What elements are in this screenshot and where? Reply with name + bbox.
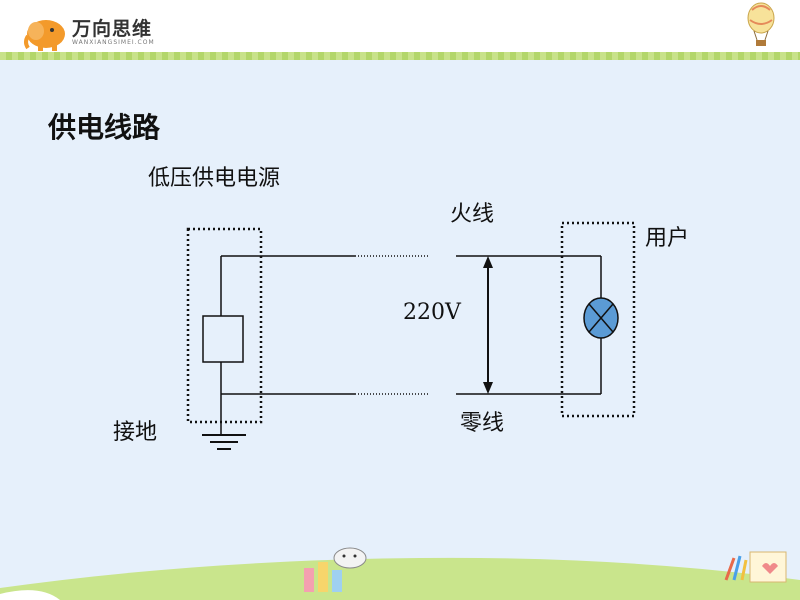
ground-symbol	[202, 434, 246, 450]
elephant-logo-icon	[24, 20, 65, 51]
source-label: 低压供电电源	[148, 166, 281, 191]
pencil-cup-icon	[724, 551, 787, 583]
neutral-wire-label: 零线	[460, 411, 505, 436]
ground-label: 接地	[113, 420, 158, 445]
logo-text: 万向思维	[72, 18, 153, 40]
voltage-label: 220V	[403, 300, 461, 325]
footer-decoration	[0, 547, 800, 600]
user-label: 用户	[645, 226, 690, 251]
header-stripe	[0, 52, 800, 60]
slide-title: 供电线路	[48, 111, 161, 144]
hot-air-balloon-icon	[747, 2, 775, 46]
rabbit-illustration-icon	[304, 547, 367, 592]
source-dotted-box	[186, 227, 263, 424]
lamp-icon	[583, 297, 619, 339]
logo-subtitle: WANXIANGSIMEI.COM	[72, 39, 155, 46]
live-wire-label: 火线	[450, 202, 495, 227]
source-component	[202, 315, 244, 363]
user-dotted-box	[560, 221, 636, 418]
voltage-arrow	[483, 256, 493, 394]
header-bar: 万向思维 WANXIANGSIMEI.COM	[0, 0, 800, 58]
grass-hill	[0, 557, 800, 600]
